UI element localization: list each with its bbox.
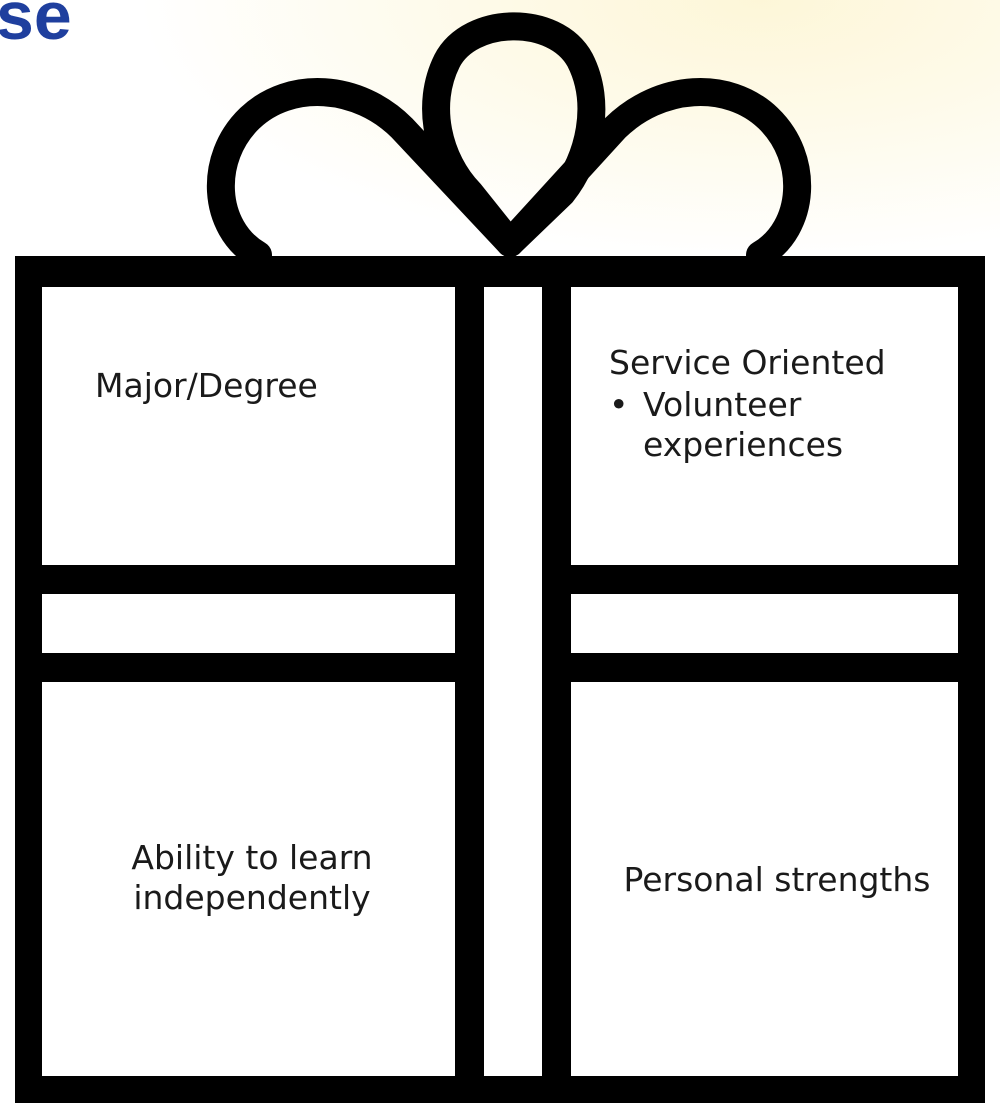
- bow-right-loop: [496, 78, 811, 269]
- panel-top-left: [42, 287, 455, 565]
- gift-bow: [207, 12, 811, 269]
- bottom-left-label: Ability to learn independently: [131, 838, 373, 917]
- bullet-icon: •: [609, 385, 629, 424]
- bow-left-loop: [207, 78, 524, 269]
- top-right-block: Service Oriented • Volunteer experiences: [609, 343, 949, 465]
- top-left-label: Major/Degree: [95, 366, 318, 405]
- panel-mid-left: [42, 594, 455, 653]
- bow-center-loop: [422, 12, 606, 257]
- panel-bottom-right: [571, 682, 958, 1076]
- service-bullet-list: • Volunteer experiences: [609, 385, 949, 465]
- bottom-right-label: Personal strengths: [623, 860, 931, 899]
- ribbon-vertical-strip: [484, 287, 542, 1076]
- panel-mid-right: [571, 594, 958, 653]
- panel-bottom-left: [42, 682, 455, 1076]
- list-item: • Volunteer experiences: [609, 385, 873, 465]
- panel-top-right: [571, 287, 958, 565]
- bullet-text: Volunteer experiences: [643, 385, 844, 464]
- service-oriented-title: Service Oriented: [609, 343, 886, 382]
- slide-title-fragment: se: [0, 0, 72, 54]
